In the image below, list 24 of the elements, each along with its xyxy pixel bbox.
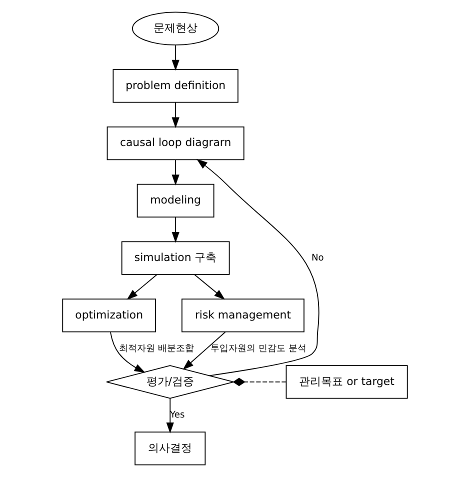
arrow bbox=[196, 158, 320, 376]
arrow bbox=[110, 332, 146, 373]
edge-label: No bbox=[311, 253, 324, 264]
arrow bbox=[172, 216, 180, 243]
node-box: risk management bbox=[182, 298, 304, 332]
node-box: modeling bbox=[136, 184, 214, 218]
arrow bbox=[172, 102, 180, 128]
arrow bbox=[182, 332, 226, 370]
node-ellipse: 문제현상 bbox=[132, 12, 220, 46]
arrow bbox=[172, 160, 180, 186]
connector bbox=[232, 378, 287, 386]
node-box: optimization bbox=[62, 298, 156, 332]
arrow bbox=[166, 398, 174, 434]
edge-label: Yes bbox=[170, 410, 185, 420]
node-box: problem definition bbox=[112, 69, 238, 103]
arrow bbox=[194, 274, 226, 300]
arrow bbox=[172, 44, 180, 71]
arrow bbox=[126, 274, 158, 300]
node-box: 의사결정 bbox=[134, 432, 206, 466]
node-box: causal loop diagrarn bbox=[106, 126, 244, 160]
edge-label: 최적자원 배분조합 bbox=[118, 344, 194, 354]
edge-label: 투입자원의 민감도 분석 bbox=[210, 344, 306, 354]
node-box: 관리목표 or target bbox=[286, 365, 408, 399]
node-box: simulation 구축 bbox=[121, 241, 230, 275]
